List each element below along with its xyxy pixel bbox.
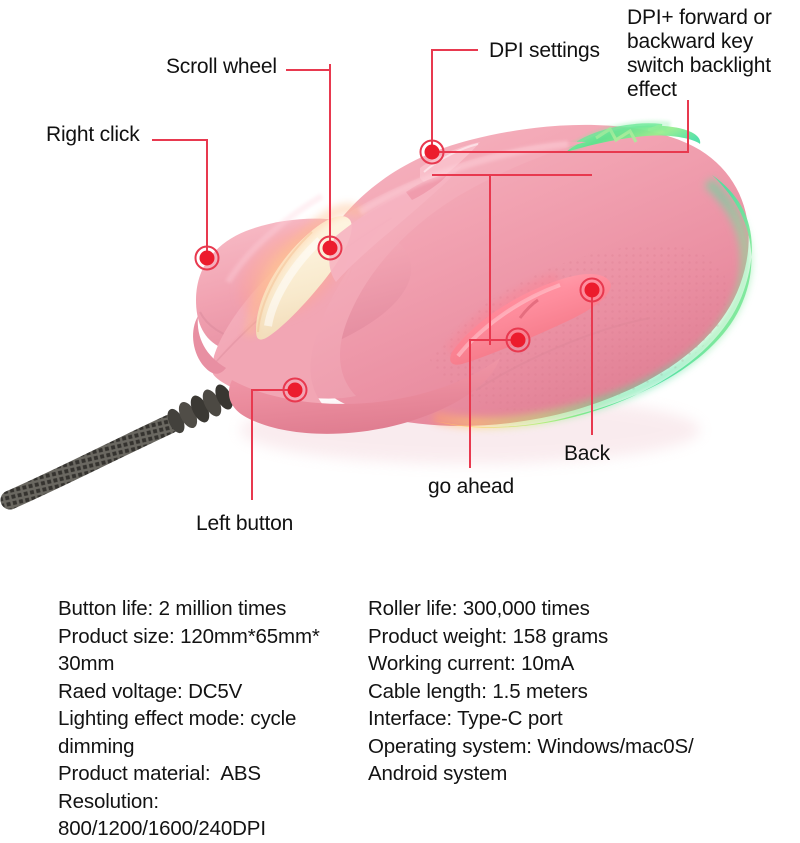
shell-highlight bbox=[358, 140, 569, 216]
leader-right-click bbox=[152, 138, 209, 258]
spec-line: Product material: ABS bbox=[58, 762, 261, 785]
thumb-groove bbox=[475, 317, 651, 391]
callout-label-scroll-wheel: Scroll wheel bbox=[166, 55, 277, 78]
spec-line: Roller life: 300,000 times bbox=[368, 597, 590, 620]
palm-texture bbox=[430, 244, 730, 413]
rgb-logo bbox=[566, 120, 701, 154]
spec-line: Raed voltage: DC5V bbox=[58, 679, 243, 703]
spec-line: Resolution: 800/1200/1600/240DPI bbox=[58, 789, 266, 841]
spec-line: Android system bbox=[368, 762, 508, 785]
callout-leader-lines bbox=[152, 48, 690, 500]
spec-line: Product weight: 158 grams bbox=[368, 624, 609, 648]
mouse-cable bbox=[0, 384, 233, 510]
marker-right-click[interactable] bbox=[194, 245, 220, 271]
callout-label-dpi-settings: DPI settings bbox=[489, 39, 600, 62]
callout-label-go-ahead: go ahead bbox=[428, 475, 514, 498]
left-skirt bbox=[193, 316, 226, 374]
rgb-side-glow bbox=[432, 177, 752, 429]
wheel-channel-glow bbox=[244, 203, 366, 337]
left-button-highlight bbox=[225, 193, 324, 284]
marker-left-button[interactable] bbox=[282, 377, 308, 403]
callout-label-right-click: Right click bbox=[46, 123, 140, 146]
spec-line: Button life: 2 million times bbox=[58, 597, 287, 620]
callout-markers bbox=[194, 139, 605, 403]
callout-label-back: Back bbox=[564, 442, 610, 465]
spec-line: Lighting effect mode: cycle dimming bbox=[58, 707, 302, 758]
callout-label-dpi-backlight: DPI+ forward or backward key switch back… bbox=[627, 6, 772, 101]
leader-left-button bbox=[250, 388, 295, 500]
cable-strain-relief bbox=[167, 384, 233, 434]
mouse-product-photo bbox=[0, 48, 752, 510]
front-skirt bbox=[228, 358, 500, 434]
specification-block: Button life: 2 million times Product siz… bbox=[0, 595, 800, 840]
callout-label-left-button: Left button bbox=[196, 512, 294, 535]
leader-scroll-wheel-top bbox=[286, 64, 332, 72]
right-click-button[interactable] bbox=[329, 166, 462, 282]
marker-dpi-settings[interactable] bbox=[419, 139, 445, 165]
spec-line: Interface: Type-C port bbox=[368, 707, 563, 730]
leader-dpi-settings bbox=[430, 48, 478, 152]
dpi-ridge bbox=[406, 174, 448, 200]
side-button-divider bbox=[518, 298, 539, 319]
marker-back[interactable] bbox=[579, 277, 605, 303]
spec-line: Operating system: Windows/mac0S/ bbox=[368, 734, 694, 758]
spec-line: Product size: 120mm*65mm* 30mm bbox=[58, 624, 326, 676]
product-infographic: Scroll wheel Right click DPI settings DP… bbox=[0, 6, 800, 840]
marker-go-ahead[interactable] bbox=[505, 327, 531, 353]
mouse-illustration: Scroll wheel Right click DPI settings DP… bbox=[0, 6, 772, 535]
leader-dpi-backlight bbox=[544, 100, 690, 154]
spec-column-right: Roller life: 300,000 times Product weigh… bbox=[368, 595, 800, 800]
leader-go-ahead bbox=[468, 338, 518, 468]
marker-scroll-wheel[interactable] bbox=[317, 235, 343, 261]
spec-line: Working current: 10mA bbox=[368, 652, 575, 675]
spec-column-left: Button life: 2 million times Product siz… bbox=[0, 595, 368, 840]
spec-line: Cable length: 1.5 meters bbox=[368, 679, 588, 703]
